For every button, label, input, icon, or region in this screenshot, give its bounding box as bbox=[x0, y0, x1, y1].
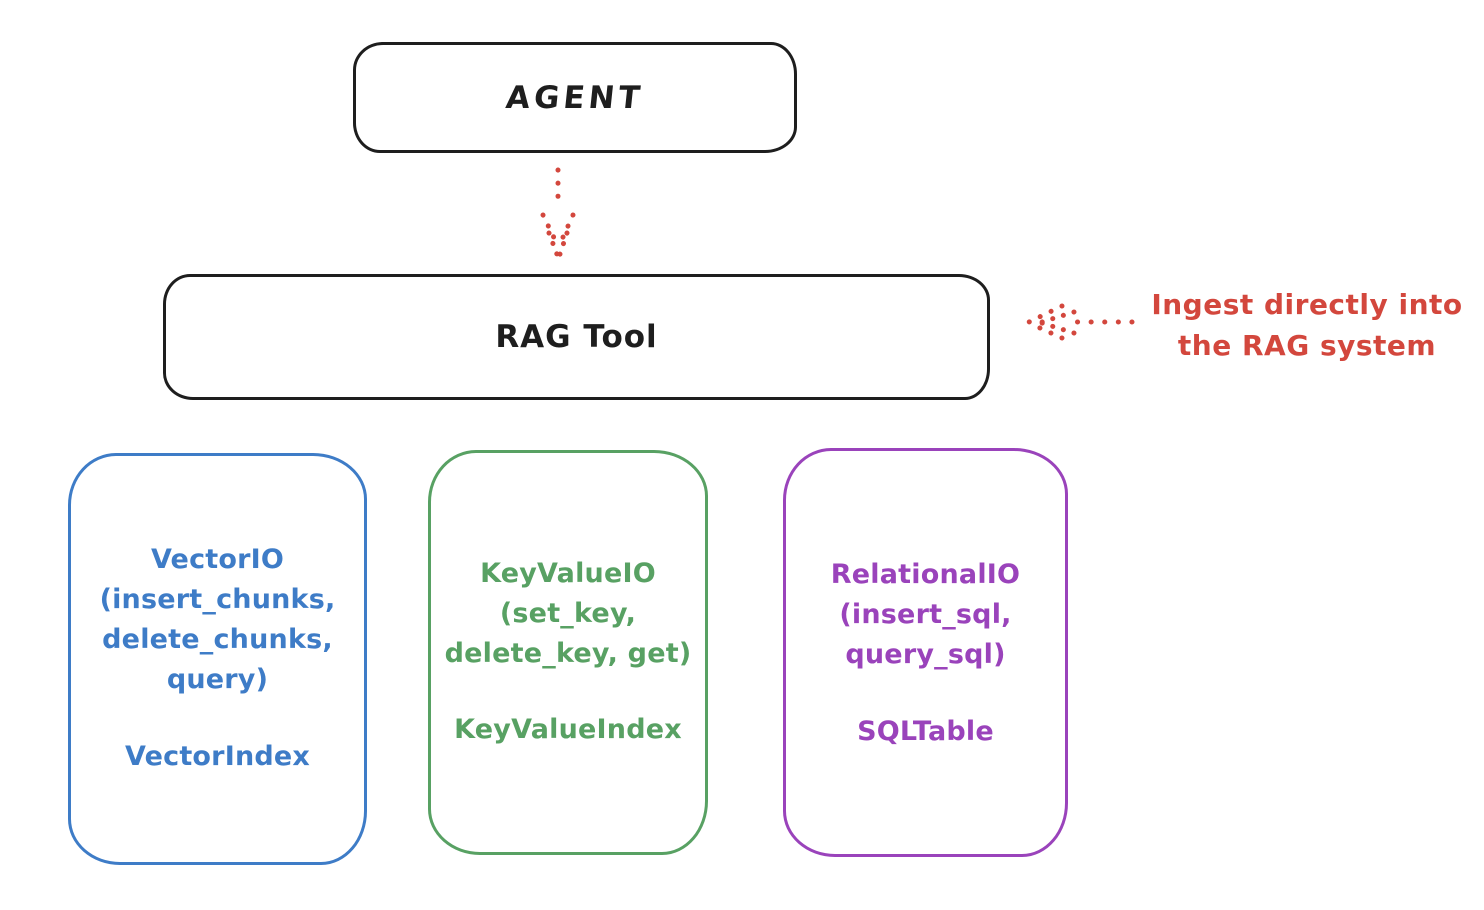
vector-io-title-line: (insert_chunks, bbox=[99, 584, 336, 615]
dotted-left-arrow-icon bbox=[1026, 303, 1135, 341]
rag-tool-node-label: RAG Tool bbox=[495, 319, 658, 355]
vector-index-label: VectorIndex bbox=[124, 741, 311, 772]
key-value-io-title-line: KeyValueIO bbox=[480, 558, 656, 589]
vector-io-title-line: VectorIO bbox=[150, 544, 285, 575]
vector-io-box-text: VectorIO (insert_chunks, delete_chunks, … bbox=[71, 540, 364, 777]
key-value-io-box-text: KeyValueIO (set_key, delete_key, get) Ke… bbox=[431, 554, 705, 750]
ingest-annotation-line-1: Ingest directly into bbox=[1151, 288, 1463, 321]
dotted-down-arrow-icon bbox=[540, 167, 576, 260]
key-value-io-box: KeyValueIO (set_key, delete_key, get) Ke… bbox=[428, 450, 708, 855]
ingest-annotation-line-2: the RAG system bbox=[1177, 329, 1437, 362]
key-value-io-title-line: (set_key, bbox=[499, 598, 637, 629]
relational-io-title-line: (insert_sql, bbox=[839, 599, 1012, 630]
vector-io-title-line: query) bbox=[166, 664, 269, 695]
ingest-annotation: Ingest directly into the RAG system bbox=[1135, 284, 1479, 366]
relational-io-title-line: RelationalIO bbox=[830, 559, 1021, 590]
key-value-index-label: KeyValueIndex bbox=[454, 714, 682, 745]
relational-io-box: RelationalIO (insert_sql, query_sql) SQL… bbox=[783, 448, 1068, 857]
agent-node: AGENT bbox=[353, 42, 797, 153]
key-value-io-title-line: delete_key, get) bbox=[444, 638, 692, 669]
agent-node-label: AGENT bbox=[504, 79, 646, 116]
vector-io-box: VectorIO (insert_chunks, delete_chunks, … bbox=[68, 453, 367, 865]
sql-table-label: SQLTable bbox=[857, 716, 994, 747]
vector-io-title-line: delete_chunks, bbox=[102, 624, 333, 655]
rag-tool-node: RAG Tool bbox=[163, 274, 990, 400]
relational-io-title-line: query_sql) bbox=[845, 639, 1006, 670]
relational-io-box-text: RelationalIO (insert_sql, query_sql) SQL… bbox=[786, 555, 1065, 752]
